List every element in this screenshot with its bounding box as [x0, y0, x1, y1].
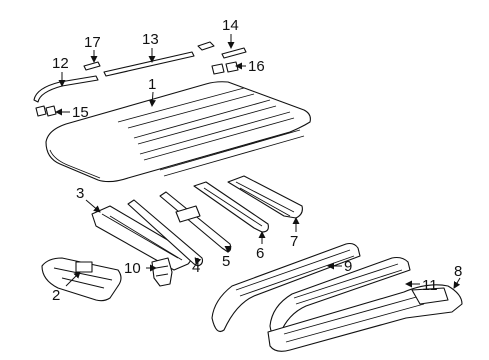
- callout-4: 4: [192, 259, 200, 276]
- callout-12: 12: [52, 55, 69, 72]
- clip-16: [211, 61, 239, 75]
- side-roof-rail: [267, 284, 463, 352]
- callout-2: 2: [52, 287, 60, 304]
- callout-6: 6: [256, 245, 264, 262]
- callout-8: 8: [454, 263, 462, 280]
- callout-1: 1: [148, 76, 156, 93]
- callout-3: 3: [76, 185, 84, 202]
- callout-17: 17: [84, 34, 101, 51]
- callout-labels: 1 2 3 4 5 6 7 8 9 10 11 12 13 14 15 16 1…: [52, 17, 462, 304]
- callout-16: 16: [248, 58, 265, 75]
- callout-5: 5: [222, 253, 230, 270]
- inner-side-rail: [211, 242, 361, 333]
- bracket-10: [151, 257, 173, 287]
- callout-9: 9: [344, 258, 352, 275]
- moulding-end-cap: [197, 41, 215, 51]
- callout-13: 13: [142, 31, 159, 48]
- front-molding: [33, 75, 99, 103]
- callout-10: 10: [124, 260, 141, 277]
- front-header: [41, 257, 122, 302]
- callout-7: 7: [290, 233, 298, 250]
- pad-17: [83, 61, 101, 71]
- drip-molding: [103, 51, 195, 77]
- callout-15: 15: [72, 104, 89, 121]
- roof-bow-4: [127, 199, 204, 267]
- callout-14: 14: [222, 17, 239, 34]
- callout-11: 11: [422, 277, 438, 294]
- clip-15: [35, 105, 57, 117]
- clip-14: [221, 47, 247, 59]
- leader-lines: [55, 34, 461, 289]
- roof-panel: [45, 81, 311, 183]
